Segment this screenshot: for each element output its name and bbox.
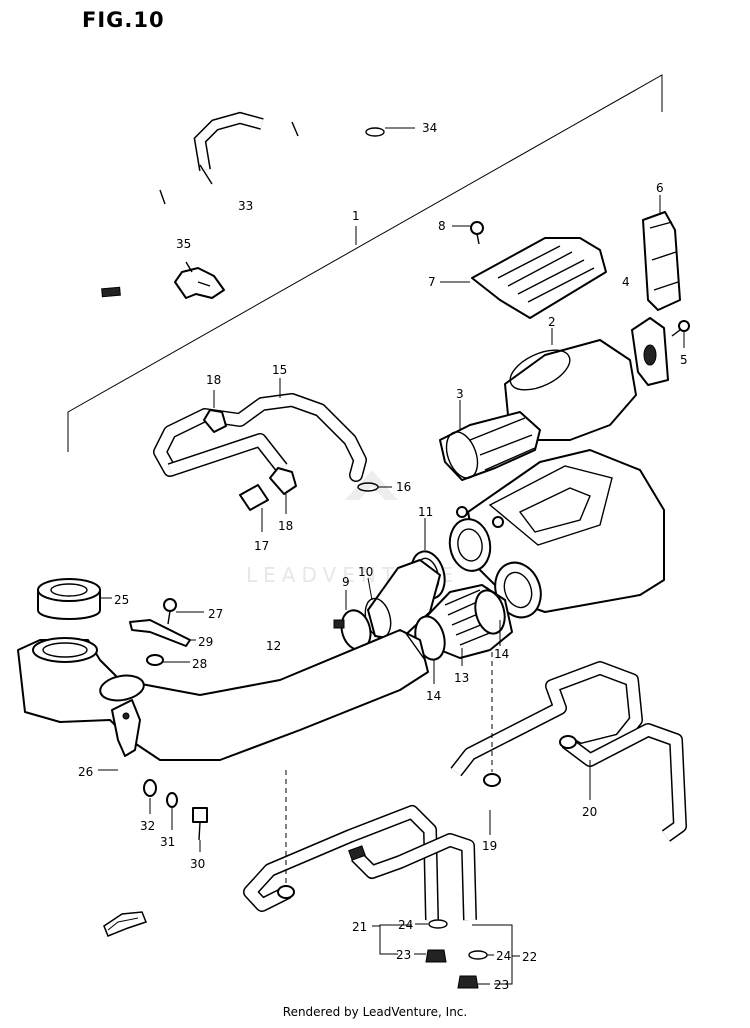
part-26-stay <box>98 699 141 771</box>
part-6-holder <box>642 195 681 311</box>
callout-32: 32 <box>140 819 155 833</box>
callout-23-left: 23 <box>396 948 411 962</box>
air-cleaner-case <box>448 449 665 619</box>
part-17-cap <box>239 484 269 532</box>
part-24-clip-right <box>468 950 494 960</box>
callout-1: 1 <box>352 209 360 223</box>
callout-6: 6 <box>656 181 664 195</box>
part-8-screw <box>452 221 484 245</box>
callout-4: 4 <box>622 275 630 289</box>
part-29-bracket <box>129 619 196 647</box>
callout-9: 9 <box>342 575 350 589</box>
callout-14-left: 14 <box>426 689 441 703</box>
callout-24-left: 24 <box>398 918 413 932</box>
callout-19: 19 <box>482 839 497 853</box>
callout-24-right: 24 <box>496 949 511 963</box>
callout-35: 35 <box>176 237 191 251</box>
part-4-gasket <box>631 317 669 386</box>
front-arrow-icon <box>103 911 147 937</box>
callout-28: 28 <box>192 657 207 671</box>
part-20-drain-hose <box>450 661 687 842</box>
callout-18-lower: 18 <box>278 519 293 533</box>
callout-12: 12 <box>266 639 281 653</box>
callout-20: 20 <box>582 805 597 819</box>
part-7-cover <box>440 237 607 319</box>
part-32-nut <box>143 779 157 814</box>
part-23-cap-right <box>457 975 490 989</box>
part-15-hose <box>153 378 367 482</box>
part-3-filter-cage <box>439 400 541 481</box>
part-5-bolt <box>671 320 690 348</box>
part-35-clamp <box>174 261 225 299</box>
callout-3: 3 <box>456 387 464 401</box>
callout-8: 8 <box>438 219 446 233</box>
part-28-washer <box>146 654 190 666</box>
part-33-breather-hose <box>99 94 385 305</box>
part-14-clamp-right <box>474 589 506 646</box>
callout-14-right: 14 <box>494 647 509 661</box>
callout-10: 10 <box>358 565 373 579</box>
callout-21: 21 <box>352 920 367 934</box>
part-22-drain-hose <box>348 833 477 921</box>
callout-16: 16 <box>396 480 411 494</box>
callout-5: 5 <box>680 353 688 367</box>
part-18-clamp-lower <box>269 467 297 514</box>
part-12-intake-duct <box>17 629 429 761</box>
part-21-drain-hose <box>243 770 439 921</box>
callout-34: 34 <box>422 121 437 135</box>
bracket-22 <box>472 924 520 985</box>
part-25-ring <box>37 578 112 620</box>
callout-17: 17 <box>254 539 269 553</box>
part-34-clip <box>365 127 415 137</box>
callout-29: 29 <box>198 635 213 649</box>
part-9-clamp <box>333 590 372 651</box>
part-31-washer <box>166 792 178 830</box>
callout-31: 31 <box>160 835 175 849</box>
callout-23-right: 23 <box>494 978 509 992</box>
callout-15: 15 <box>272 363 287 377</box>
callout-18-upper: 18 <box>206 373 221 387</box>
callout-33: 33 <box>238 199 253 213</box>
callout-30: 30 <box>190 857 205 871</box>
bracket-21 <box>372 924 412 955</box>
part-23-cap-left <box>414 949 447 963</box>
part-30-bolt <box>192 807 208 852</box>
part-27-bolt <box>163 598 204 625</box>
callout-27: 27 <box>208 607 223 621</box>
part-18-clamp-upper <box>203 390 227 433</box>
figure-title: FIG.10 <box>82 8 165 32</box>
assembly-bracket-1 <box>67 74 663 452</box>
callout-26: 26 <box>78 765 93 779</box>
callout-25: 25 <box>114 593 129 607</box>
callout-2: 2 <box>548 315 556 329</box>
part-24-clip-left <box>415 919 448 929</box>
callout-22: 22 <box>522 950 537 964</box>
part-16-clip <box>357 482 392 492</box>
callout-13: 13 <box>454 671 469 685</box>
callout-7: 7 <box>428 275 436 289</box>
footer-credit: Rendered by LeadVenture, Inc. <box>282 1005 468 1019</box>
part-19-connector <box>483 652 577 835</box>
callout-labels: 34 33 1 35 8 6 7 4 2 5 18 15 3 16 11 18 … <box>78 121 688 992</box>
callout-11: 11 <box>418 505 433 519</box>
